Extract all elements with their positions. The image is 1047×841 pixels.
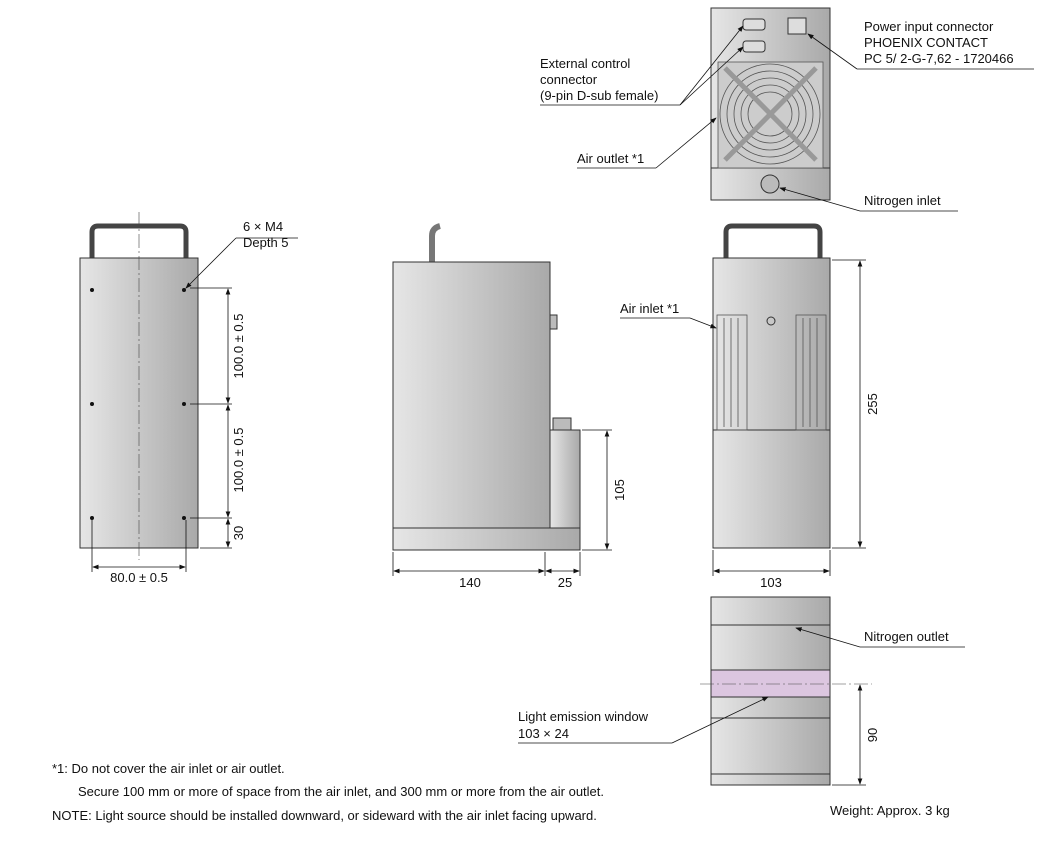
front-view: 100.0 ± 0.5 100.0 ± 0.5 30 80.0 ± 0.5 6 … xyxy=(79,212,298,585)
dim-height: 255 xyxy=(865,393,880,415)
dsub-connector-2 xyxy=(742,40,766,53)
power-connector xyxy=(787,17,807,35)
dim-block-height: 105 xyxy=(612,479,627,501)
dim-pitch-2: 100.0 ± 0.5 xyxy=(231,428,246,493)
dim-front-width: 80.0 ± 0.5 xyxy=(110,570,168,585)
fan-grille xyxy=(717,61,824,169)
weight-label: Weight: Approx. 3 kg xyxy=(830,803,950,818)
nitrogen-inlet-fitting xyxy=(760,174,780,194)
dim-window-height: 90 xyxy=(865,728,880,742)
nitrogen-outlet-label: Nitrogen outlet xyxy=(864,629,949,644)
air-inlet-label: Air inlet *1 xyxy=(620,301,679,316)
dim-bottom-offset: 30 xyxy=(231,526,246,540)
light-emission-window xyxy=(710,669,831,698)
external-control-label-2: connector xyxy=(540,72,598,87)
inlet-view: 255 103 Air inlet *1 xyxy=(620,223,880,590)
light-window-label: Light emission window xyxy=(518,709,649,724)
side-view: 140 25 105 xyxy=(392,223,627,590)
dim-base-ext: 25 xyxy=(558,575,572,590)
note-1-detail: Secure 100 mm or more of space from the … xyxy=(78,784,604,799)
rear-callouts: Power input connector PHOENIX CONTACT PC… xyxy=(540,19,1034,212)
power-connector-part: PC 5/ 2-G-7,62 - 1720466 xyxy=(864,51,1014,66)
dim-depth: 140 xyxy=(459,575,481,590)
rear-view xyxy=(710,7,831,201)
air-inlet-vents xyxy=(716,314,827,431)
dim-pitch-1: 100.0 ± 0.5 xyxy=(231,314,246,379)
external-control-type: (9-pin D-sub female) xyxy=(540,88,659,103)
air-outlet-label: Air outlet *1 xyxy=(577,151,644,166)
power-connector-label: Power input connector xyxy=(864,19,994,34)
note-2: NOTE: Light source should be installed d… xyxy=(52,808,597,823)
bottom-view: 90 Nitrogen outlet Light emission window… xyxy=(518,596,965,786)
screw-holes xyxy=(90,288,186,520)
dsub-connector-1 xyxy=(742,18,766,31)
external-control-label: External control xyxy=(540,56,630,71)
light-window-size: 103 × 24 xyxy=(518,726,569,741)
note-1: *1: Do not cover the air inlet or air ou… xyxy=(52,761,285,776)
screw-depth-label: Depth 5 xyxy=(243,235,289,250)
nitrogen-inlet-label: Nitrogen inlet xyxy=(864,193,941,208)
dim-width: 103 xyxy=(760,575,782,590)
power-connector-maker: PHOENIX CONTACT xyxy=(864,35,988,50)
screw-label: 6 × M4 xyxy=(243,219,283,234)
